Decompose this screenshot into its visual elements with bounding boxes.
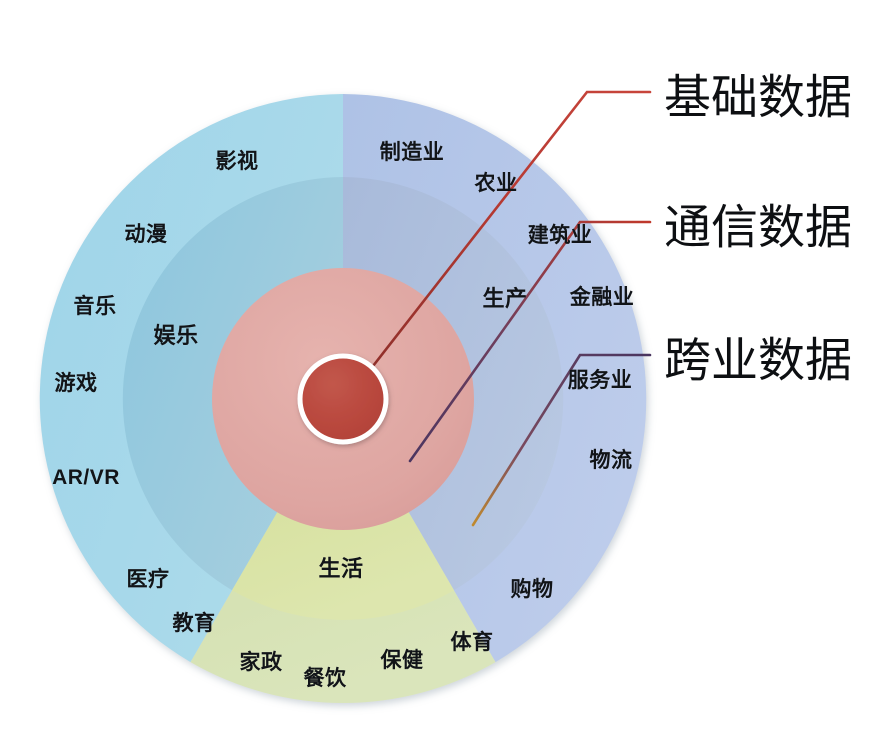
- middle-label-production: 生产: [482, 286, 528, 311]
- middle-label-life: 生活: [318, 556, 364, 581]
- outer-label-life-medical: 医疗: [126, 568, 170, 591]
- outer-label-production-manufacturing: 制造业: [379, 141, 445, 164]
- outer-label-life-healthcare: 保健: [380, 649, 424, 672]
- outer-label-life-sports: 体育: [450, 631, 494, 654]
- outer-label-production-agriculture: 农业: [474, 172, 518, 195]
- outer-label-entertainment-game: 游戏: [54, 372, 98, 395]
- legend-label-communication-data: 通信数据: [664, 200, 852, 254]
- outer-label-production-logistics: 物流: [589, 449, 633, 472]
- center-core-circle: [297, 353, 389, 445]
- middle-label-entertainment: 娱乐: [153, 323, 199, 348]
- legend-label-cross-industry-data: 跨业数据: [664, 333, 852, 387]
- leader-line-communication-data: [408, 220, 652, 463]
- outer-label-entertainment-film: 影视: [215, 150, 259, 173]
- outer-label-production-construction: 建筑业: [527, 224, 593, 247]
- leader-line-basic-data: [364, 90, 652, 377]
- outer-label-life-education: 教育: [172, 612, 216, 635]
- outer-label-life-shopping: 购物: [510, 578, 554, 601]
- outer-label-entertainment-arvr: AR/VR: [52, 466, 120, 489]
- outer-label-entertainment-music: 音乐: [73, 295, 117, 318]
- outer-label-life-housekeeping: 家政: [239, 651, 283, 674]
- legend-label-basic-data: 基础数据: [664, 70, 852, 124]
- outer-label-life-catering: 餐饮: [303, 667, 347, 690]
- outer-label-entertainment-anime: 动漫: [124, 223, 168, 246]
- leader-line-cross-industry-data: [471, 353, 652, 527]
- outer-label-production-service: 服务业: [567, 369, 633, 392]
- core-group: [297, 353, 389, 445]
- outer-label-production-finance: 金融业: [569, 286, 635, 309]
